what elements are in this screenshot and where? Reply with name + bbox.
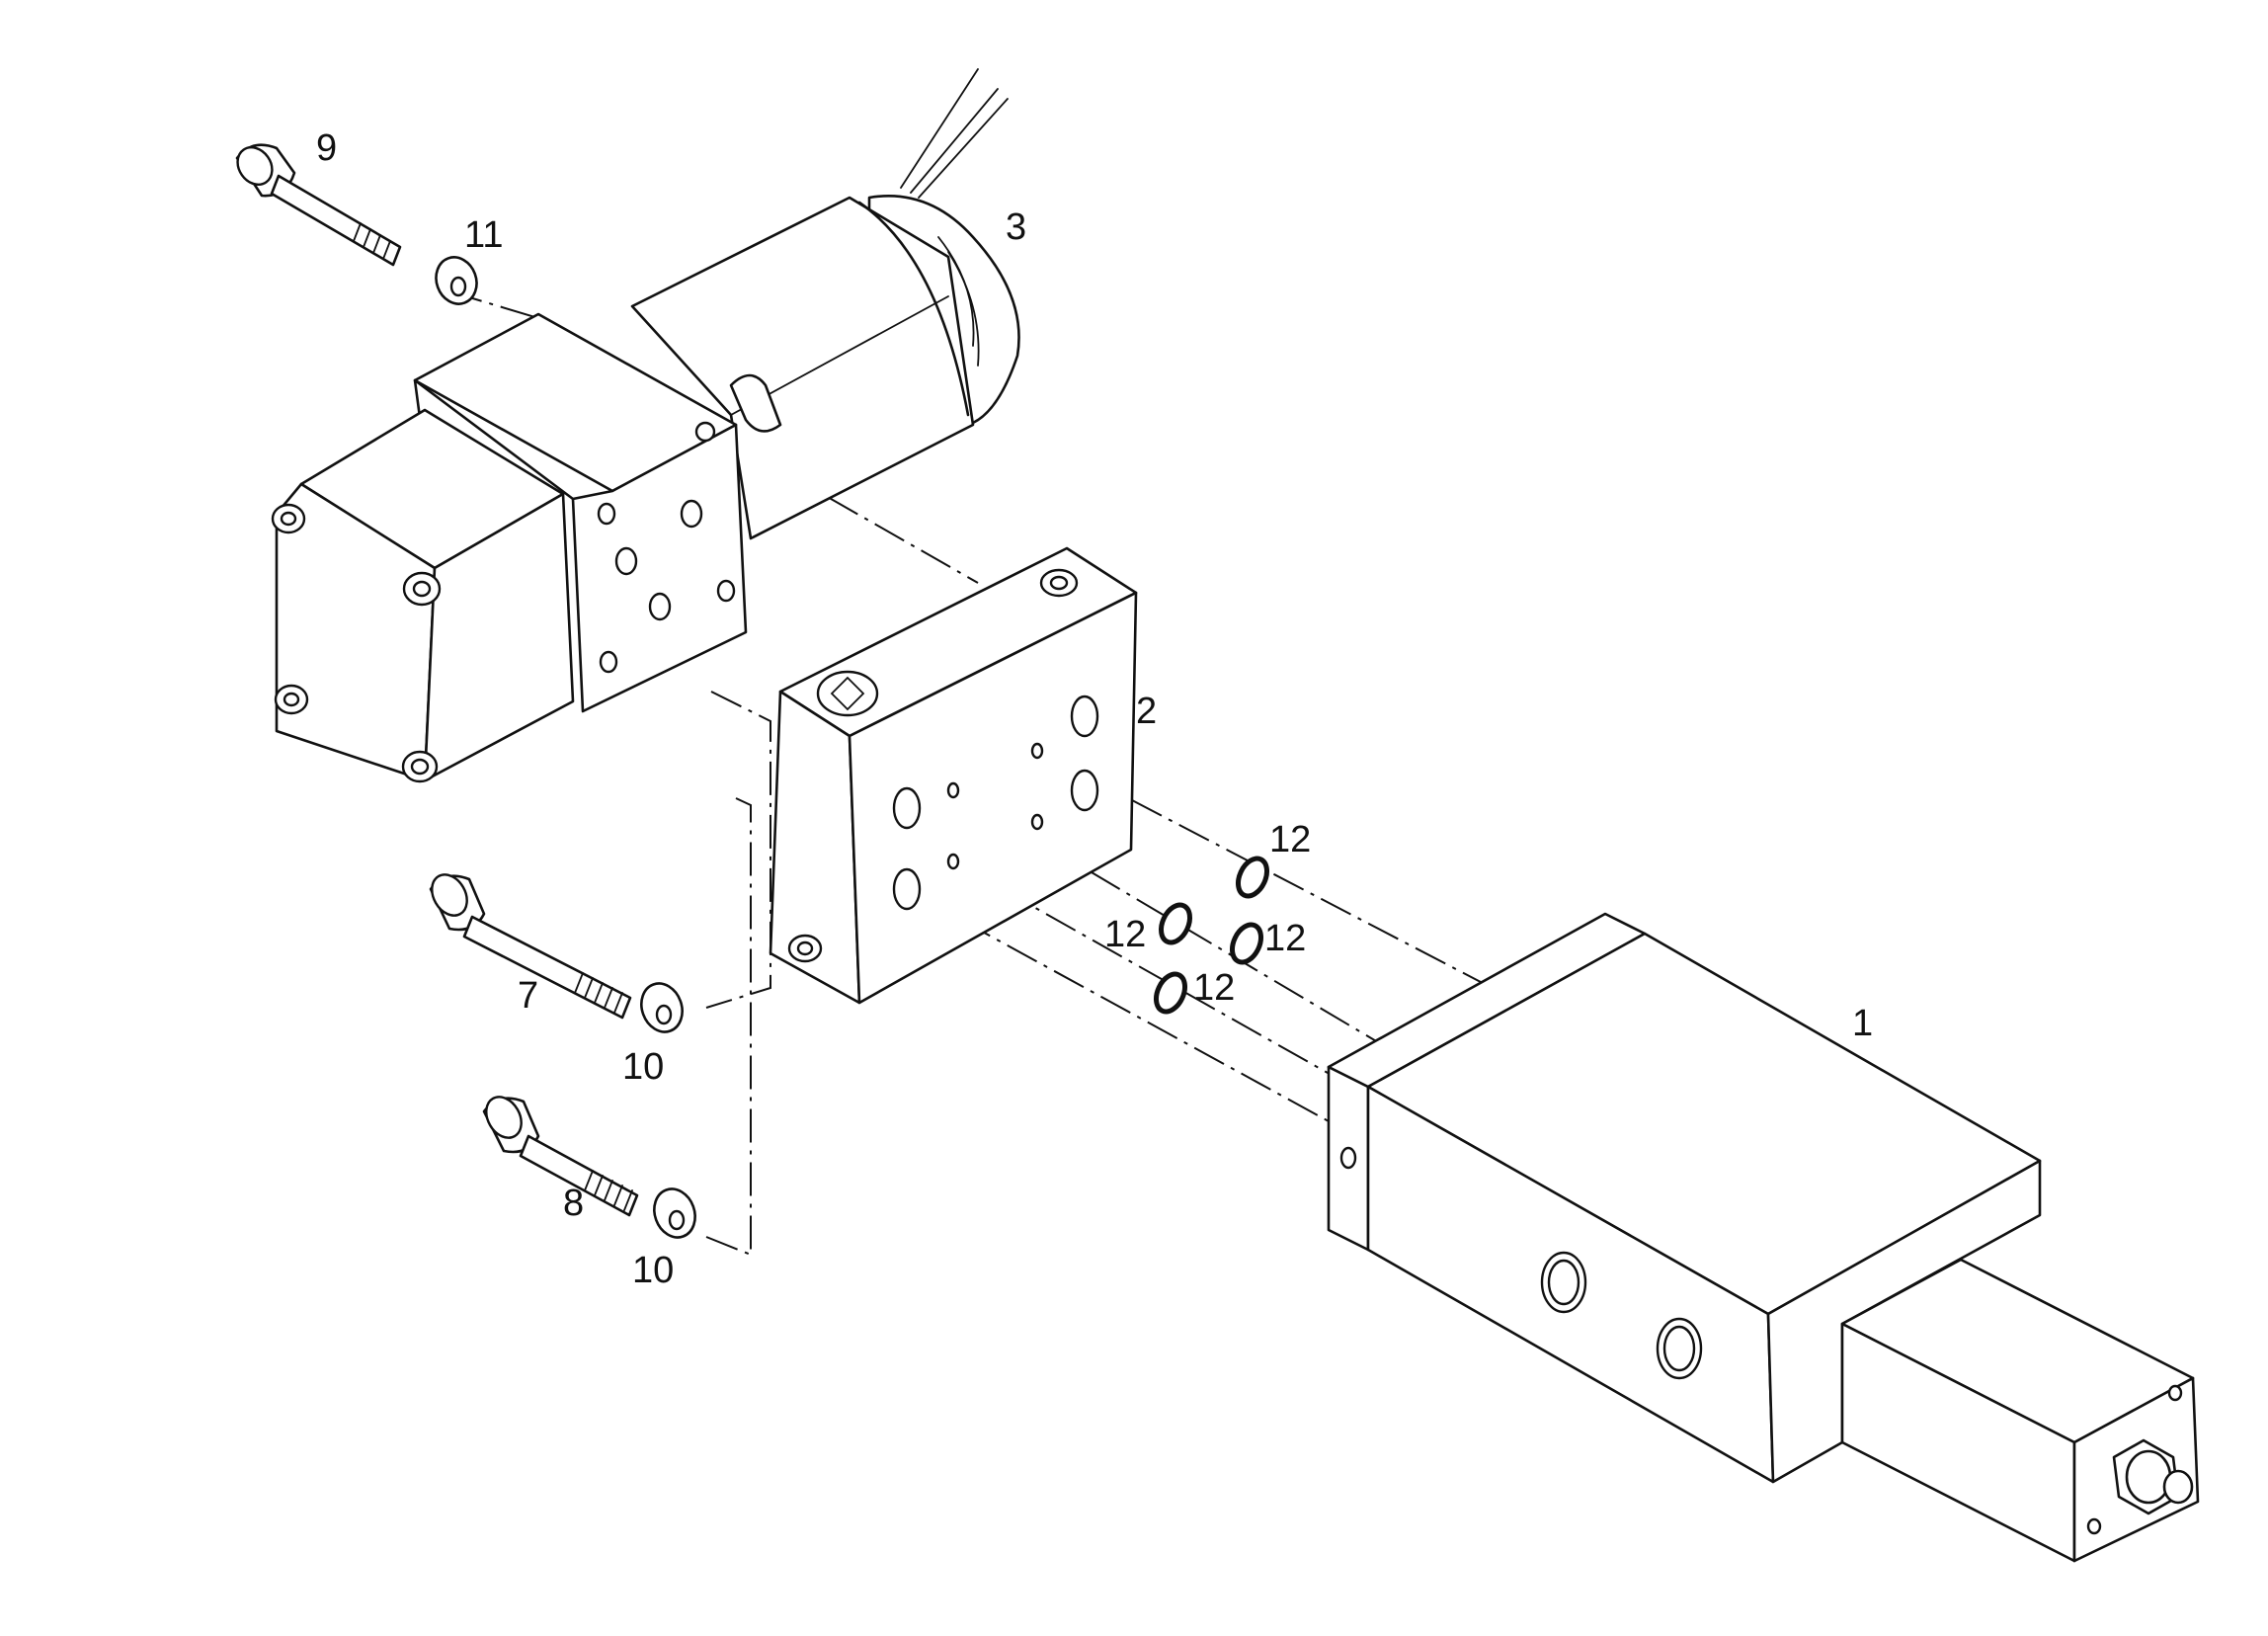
label-part-11: 11 [464, 214, 503, 256]
screw-part-9 [235, 143, 402, 267]
screw-part-7 [429, 873, 632, 1020]
label-part-1: 1 [1852, 1003, 1873, 1044]
washer-part-11 [435, 256, 478, 305]
label-part-12-a: 12 [1269, 819, 1311, 860]
label-part-8: 8 [563, 1183, 584, 1224]
label-part-2: 2 [1136, 691, 1157, 732]
solenoid-valve-part-3 [271, 68, 1020, 783]
part-labels: 1 2 3 9 11 7 10 8 10 12 12 12 12 [316, 127, 1873, 1291]
label-part-12-c: 12 [1264, 918, 1306, 959]
label-part-10-lower: 10 [632, 1250, 674, 1291]
label-part-10-upper: 10 [622, 1046, 664, 1088]
washer-part-10-upper [640, 982, 684, 1033]
washer-part-10-lower [653, 1187, 696, 1239]
main-valve-body-part-1 [1327, 912, 2200, 1563]
screw-part-8 [482, 1096, 639, 1217]
label-part-7: 7 [518, 975, 538, 1017]
o-rings-part-12 [1153, 856, 1270, 1015]
label-part-12-b: 12 [1104, 914, 1146, 955]
label-part-3: 3 [1006, 206, 1026, 248]
label-part-9: 9 [316, 127, 337, 169]
intermediate-plate-part-2 [769, 546, 1138, 1005]
label-part-12-d: 12 [1193, 967, 1235, 1009]
